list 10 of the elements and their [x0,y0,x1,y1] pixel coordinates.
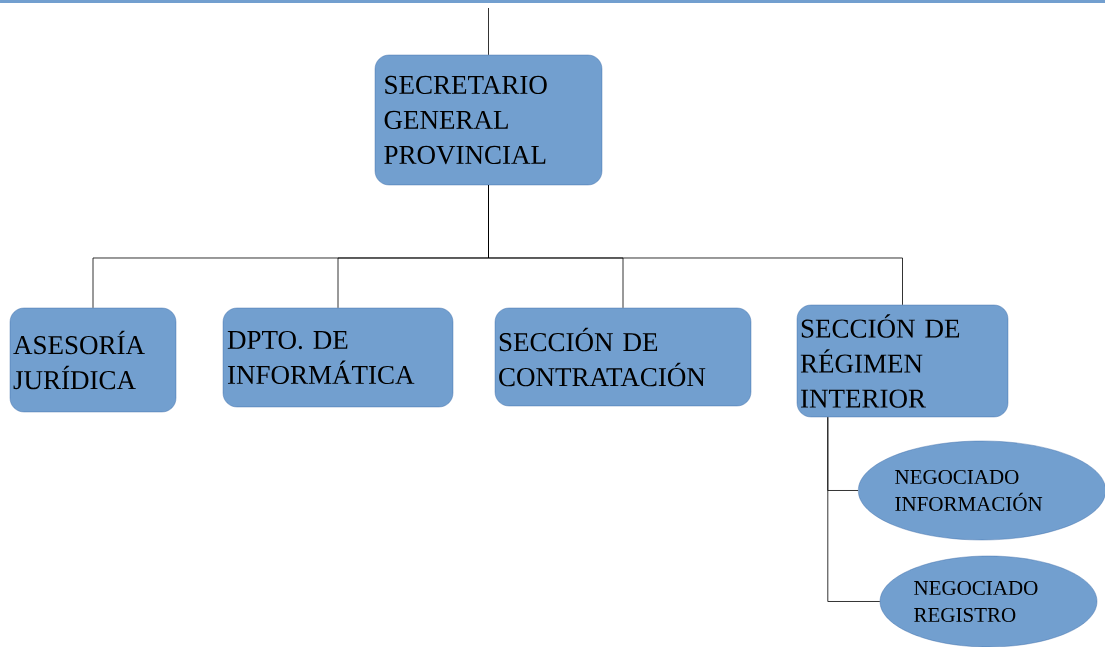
org-box: SECCIÓN DE RÉGIMEN INTERIOR [796,304,1009,418]
connector-line [488,7,489,56]
org-box: ASESORÍA JURÍDICA [9,307,177,413]
connector-line [827,416,881,602]
ellipse-node: NEGOCIADO REGISTRO [879,555,1098,647]
ellipse-node: NEGOCIADO INFORMACIÓN [858,440,1105,541]
org-box: SECRETARIO GENERAL PROVINCIAL [374,54,603,186]
org-box: DPTO. DE INFORMÁTICA [222,307,454,408]
connector-line [488,184,903,306]
org-box: SECCIÓN DE CONTRATACIÓN [494,307,752,407]
